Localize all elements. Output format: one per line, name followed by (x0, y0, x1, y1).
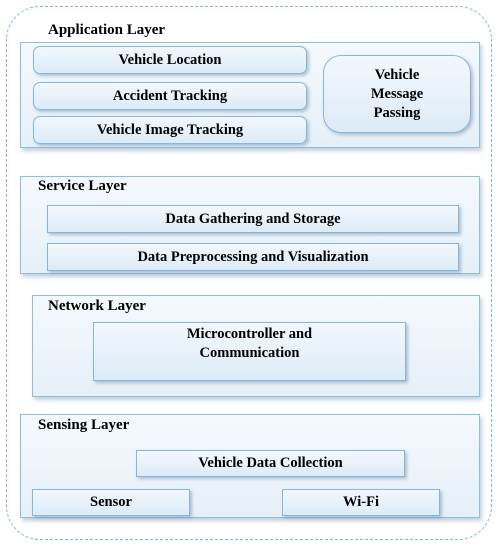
message-passing-line-2: Message (370, 85, 424, 102)
vehicle-message-passing-box: Vehicle Message Passing (323, 55, 471, 133)
data-preprocessing-box: Data Preprocessing and Visualization (47, 243, 459, 271)
architecture-frame (6, 6, 492, 540)
microcontroller-line-2: Communication (199, 345, 300, 361)
sensing-layer-title: Sensing Layer (38, 417, 130, 433)
microcontroller-line-1: Microcontroller and (186, 326, 313, 342)
vehicle-data-collection-box: Vehicle Data Collection (136, 450, 405, 477)
accident-tracking-box: Accident Tracking (33, 82, 307, 110)
message-passing-line-1: Vehicle (374, 66, 420, 83)
service-layer-title: Service Layer (38, 178, 127, 194)
data-gathering-box: Data Gathering and Storage (47, 205, 459, 233)
vehicle-image-tracking-box: Vehicle Image Tracking (33, 116, 307, 144)
network-layer-title: Network Layer (48, 298, 146, 314)
vehicle-location-box: Vehicle Location (33, 46, 307, 74)
sensor-box: Sensor (32, 489, 190, 516)
application-layer-title: Application Layer (48, 22, 166, 38)
wifi-box: Wi-Fi (282, 489, 440, 516)
microcontroller-communication-box: Microcontroller and Communication (93, 322, 406, 381)
message-passing-line-3: Passing (373, 104, 421, 121)
